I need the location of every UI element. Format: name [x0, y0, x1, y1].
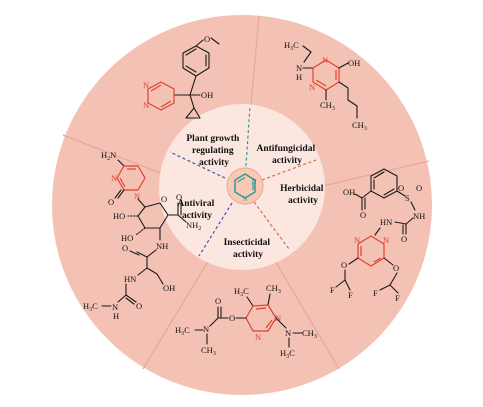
- antiviral-nh: NH: [156, 241, 168, 251]
- plant-growth-molecule: O OH O N N: [143, 34, 220, 119]
- antifungal-ring-n2: N: [309, 82, 315, 92]
- insecticidal-n3: N: [203, 324, 209, 334]
- herbicidal-molecule: OH O S O O NH O HN N N O F F O F F: [330, 168, 425, 303]
- herbicidal-f1: F: [330, 285, 335, 295]
- inner-dashed-dividers: [169, 105, 317, 257]
- antiviral-h2n: H2N: [101, 150, 116, 162]
- herbicidal-f4: F: [395, 293, 400, 303]
- insecticidal-ch3a: CH3: [201, 345, 216, 357]
- antiviral-o4: O: [122, 243, 128, 253]
- plant-pyr-n-top: N: [143, 80, 149, 90]
- antifungal-n: N: [296, 63, 302, 73]
- herbicidal-ring-n1: N: [383, 235, 389, 245]
- insecticidal-n4: N: [285, 328, 291, 338]
- herbicidal-oh: OH: [343, 187, 355, 197]
- antiviral-ho1: HO: [113, 211, 125, 221]
- center-n2: N: [243, 195, 248, 203]
- antiviral-o2: O: [161, 194, 167, 204]
- antifungal-ch3: CH3: [320, 100, 335, 112]
- antifungal-ring-n1: N: [322, 55, 328, 65]
- herbicidal-o1: O: [360, 210, 366, 220]
- herbicidal-f3: F: [373, 288, 378, 298]
- antiviral-ring-n2: N: [134, 191, 140, 201]
- center-pyrimidine: N N: [226, 167, 264, 205]
- antiviral-n3: N: [112, 302, 118, 312]
- activity-plant-growth: Plant growth regulating activity: [186, 134, 241, 168]
- insecticidal-o1: O: [229, 313, 235, 323]
- plant-pyr-n-bottom: N: [143, 100, 149, 110]
- antiviral-o1: O: [108, 197, 114, 207]
- antiviral-ho2: HO: [121, 233, 133, 243]
- herbicidal-ring-n2: N: [354, 235, 360, 245]
- activity-insecticidal: Insecticidal activity: [224, 238, 273, 260]
- insecticidal-h3cn: H3C: [175, 325, 190, 337]
- herbicidal-o2: O: [398, 183, 404, 193]
- insecticidal-ch3b: CH3: [302, 328, 317, 340]
- herbicidal-ob: O: [393, 263, 399, 273]
- antifungal-molecule: H3C N H OH N N CH3 CH3: [284, 40, 367, 132]
- antiviral-oh: OH: [163, 283, 175, 293]
- antiviral-hn: HN: [124, 274, 136, 284]
- insecticidal-ring-n1: N: [275, 313, 281, 323]
- antiviral-h3c: H3C: [83, 301, 98, 313]
- antiviral-ring-n1: N: [111, 173, 117, 183]
- insecticidal-h3c: H3C: [234, 286, 249, 298]
- antifungal-ch3b: CH3: [352, 120, 367, 132]
- activity-antifungicidal: Antifungicidal activity: [257, 144, 318, 166]
- herbicidal-s: S: [405, 193, 410, 203]
- insecticidal-ring-n2: N: [255, 332, 261, 342]
- herbicidal-o4: O: [401, 234, 407, 244]
- insecticidal-o2: O: [215, 296, 221, 306]
- antifungal-oh: OH: [348, 58, 360, 68]
- antiviral-o5: O: [136, 301, 142, 311]
- antiviral-nh2: NH2: [186, 220, 201, 232]
- herbicidal-oa: O: [341, 260, 347, 270]
- activity-antiviral: Antiviral activity: [177, 199, 216, 221]
- antiviral-h: H: [113, 311, 119, 321]
- herbicidal-o3: O: [416, 183, 422, 193]
- herbicidal-f2: F: [348, 290, 353, 300]
- antifungal-h: H: [296, 72, 302, 82]
- antiviral-molecule: H2N N N O O O NH2 HO HO NH O OH HN: [83, 150, 201, 321]
- insecticidal-ch3: CH3: [266, 283, 281, 295]
- insecticidal-h3cb: H3C: [280, 348, 295, 360]
- herbicidal-nh1: NH: [413, 211, 425, 221]
- insecticidal-molecule: H3C CH3 N N O O N H3C CH3 N CH3 H3C: [175, 283, 317, 360]
- activity-herbicidal: Herbicidal activity: [280, 184, 326, 206]
- center-n1: N: [252, 178, 257, 186]
- methoxy-o: O: [204, 34, 210, 44]
- antiviral-o3: O: [176, 192, 182, 202]
- antifungal-h3c: H3C: [284, 40, 299, 52]
- plant-oh: OH: [201, 90, 213, 100]
- herbicidal-hn: HN: [380, 217, 392, 227]
